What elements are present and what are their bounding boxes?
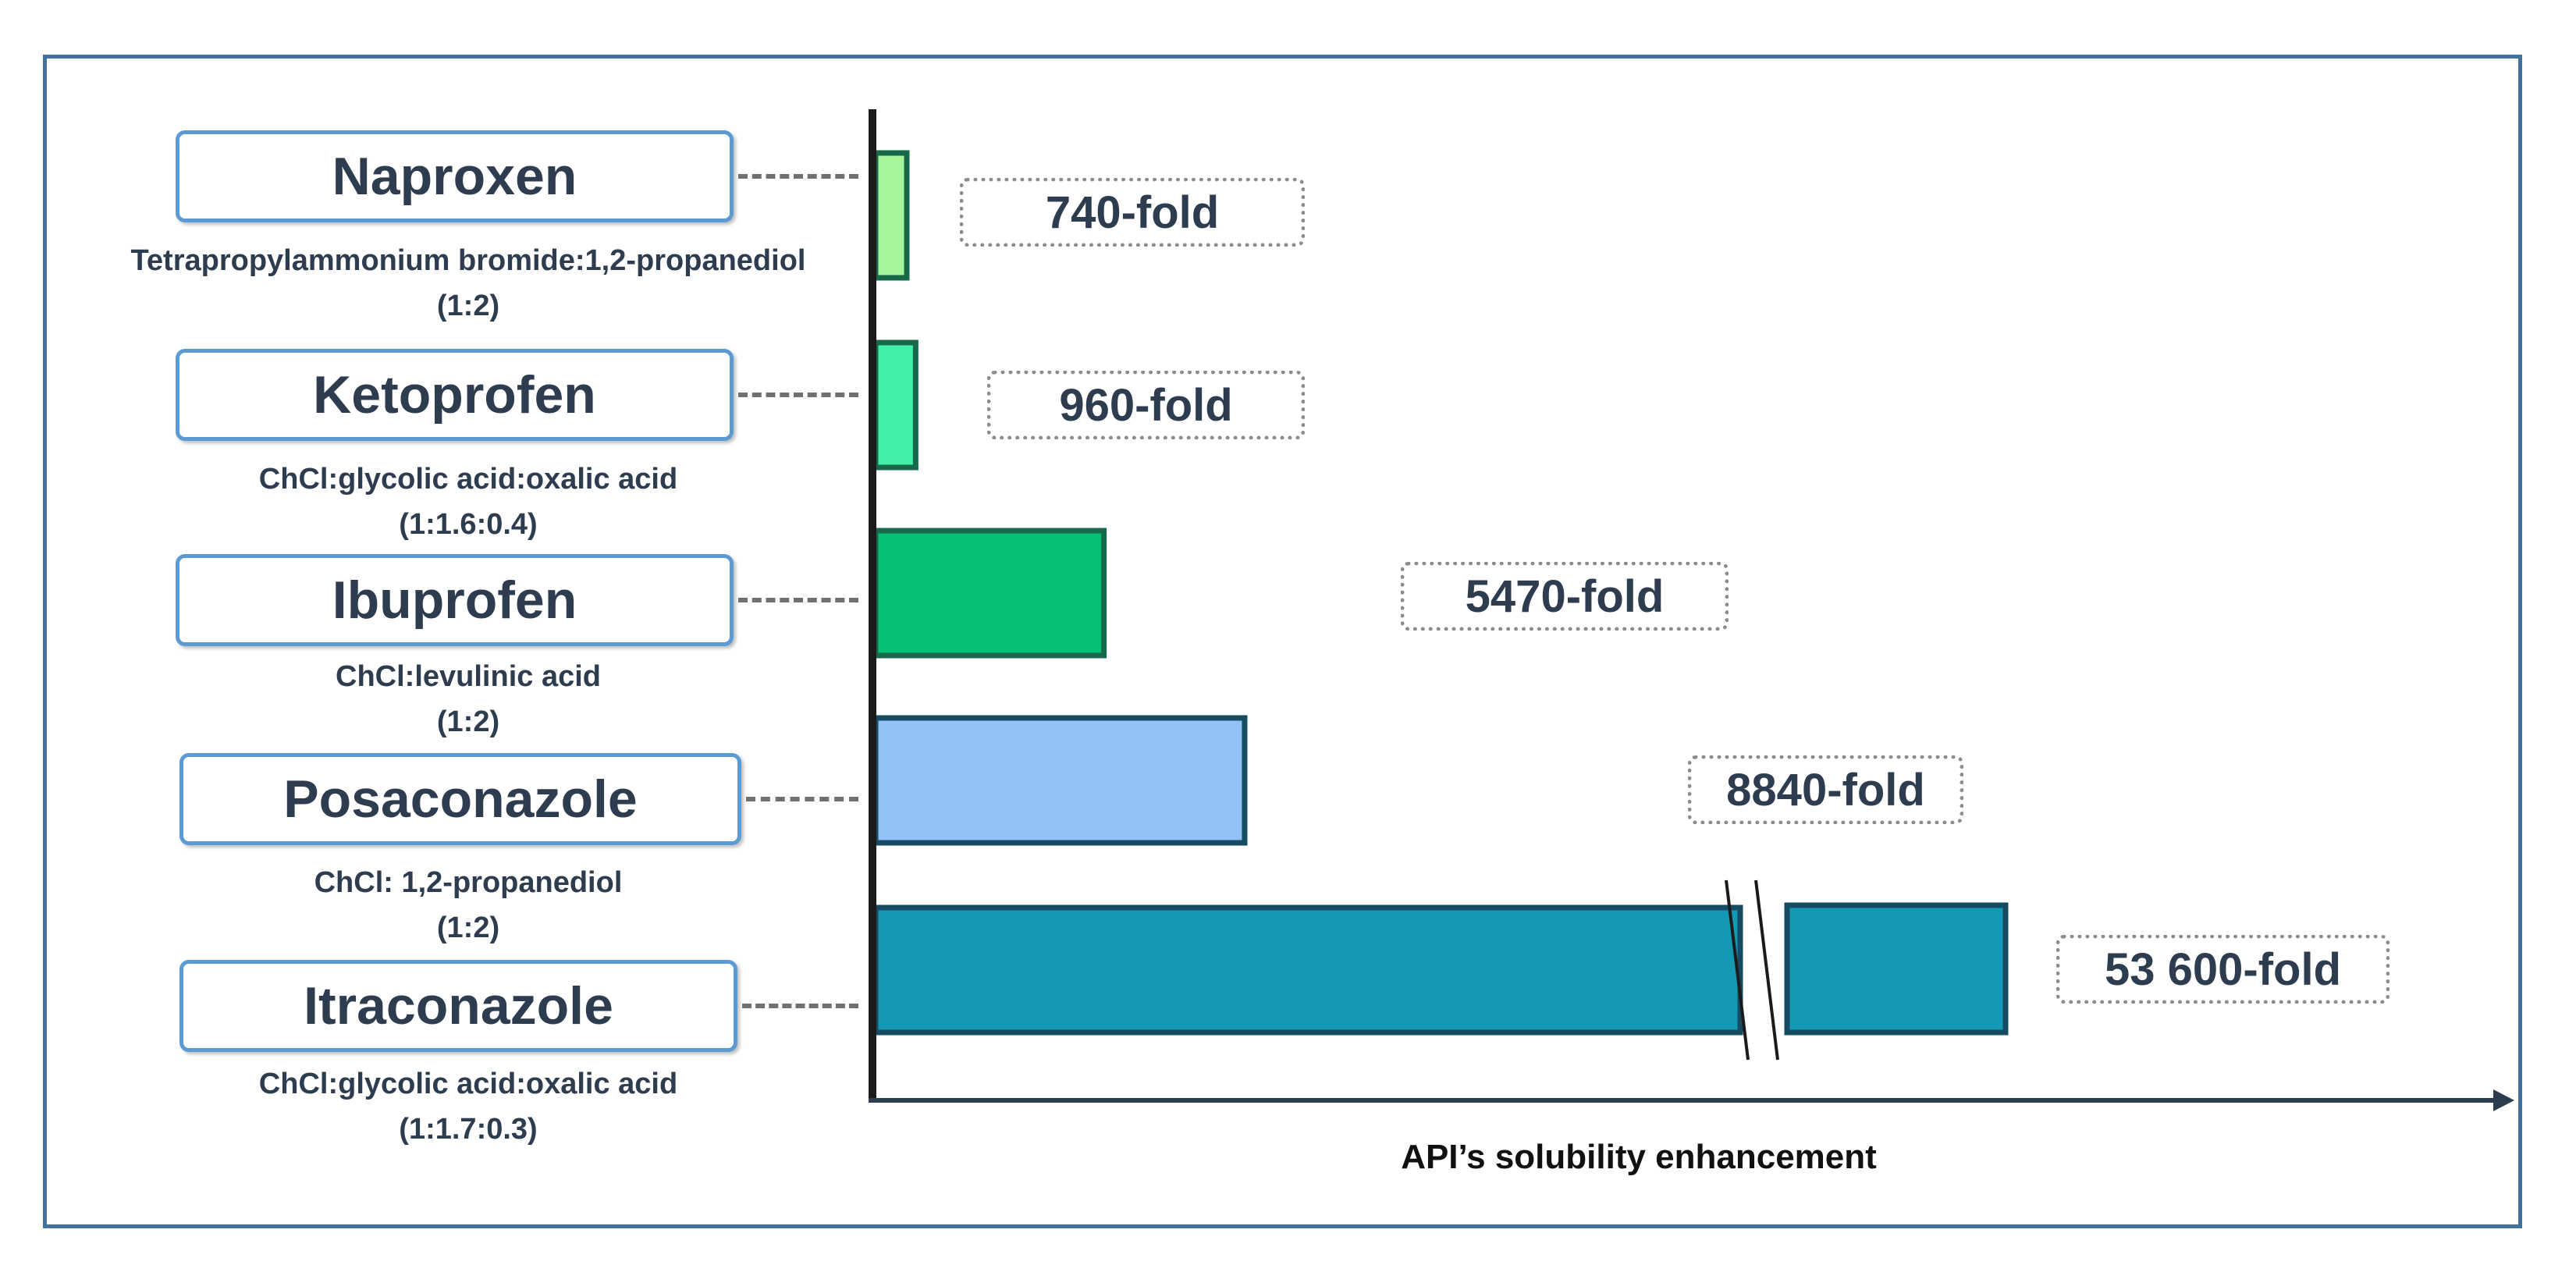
solvent-ratio: (1:1.6:0.4) — [399, 508, 538, 541]
solvent-ratio: (1:1.7:0.3) — [399, 1113, 538, 1146]
solvent-annotation-ibuprofen: ChCl:levulinic acid (1:2) — [39, 654, 897, 744]
axis-break-mark-2 — [1754, 879, 1779, 1061]
solvent-ratio: (1:2) — [436, 290, 500, 322]
axis-break-mark-1 — [1725, 879, 1750, 1061]
solvent-ratio: (1:2) — [436, 705, 500, 738]
category-label-naproxen: Naproxen — [176, 130, 734, 222]
solvent-annotation-itraconazole: ChCl:glycolic acid:oxalic acid (1:1.7:0.3… — [39, 1061, 897, 1152]
axis-break-gap — [1743, 892, 1784, 1048]
bar-itraconazole-segment-2 — [1784, 902, 2009, 1036]
solvent-name: ChCl: 1,2-propanediol — [314, 866, 623, 899]
connector-line-ibuprofen — [738, 598, 858, 602]
bars-layer — [872, 150, 2009, 1061]
x-axis-arrowhead — [2493, 1089, 2514, 1111]
bar-ibuprofen — [872, 528, 1107, 659]
value-label-itraconazole: 53 600-fold — [2056, 935, 2389, 1004]
category-label-posaconazole: Posaconazole — [179, 753, 741, 845]
connector-line-itraconazole — [742, 1004, 858, 1008]
solvent-name: Tetrapropylammonium bromide:1,2-propaned… — [130, 244, 806, 277]
value-label-ketoprofen: 960-fold — [987, 371, 1305, 439]
category-label-ibuprofen: Ibuprofen — [176, 554, 734, 646]
value-label-naproxen: 740-fold — [960, 178, 1305, 247]
solvent-ratio: (1:2) — [436, 911, 500, 944]
bar-ketoprofen — [872, 339, 918, 471]
connector-line-ketoprofen — [738, 393, 858, 397]
x-axis-title: API’s solubility enhancement — [1401, 1138, 1877, 1176]
connector-line-posaconazole — [746, 797, 858, 801]
bar-itraconazole-segment-1 — [872, 904, 1743, 1036]
figure-frame — [43, 55, 2522, 1228]
solvent-name: ChCl:levulinic acid — [336, 660, 601, 693]
solvent-annotation-ketoprofen: ChCl:glycolic acid:oxalic acid (1:1.6:0.4… — [39, 457, 897, 547]
connector-line-naproxen — [738, 174, 858, 179]
value-label-posaconazole: 8840-fold — [1688, 755, 1963, 824]
solvent-annotation-posaconazole: ChCl: 1,2-propanediol (1:2) — [39, 860, 897, 951]
solvent-name: ChCl:glycolic acid:oxalic acid — [258, 1068, 678, 1100]
category-label-itraconazole: Itraconazole — [179, 960, 737, 1052]
solvent-name: ChCl:glycolic acid:oxalic acid — [258, 463, 678, 496]
solvent-annotation-naproxen: Tetrapropylammonium bromide:1,2-propaned… — [39, 238, 897, 329]
value-label-ibuprofen: 5470-fold — [1401, 562, 1729, 631]
bar-posaconazole — [872, 715, 1248, 846]
category-label-ketoprofen: Ketoprofen — [176, 349, 734, 441]
